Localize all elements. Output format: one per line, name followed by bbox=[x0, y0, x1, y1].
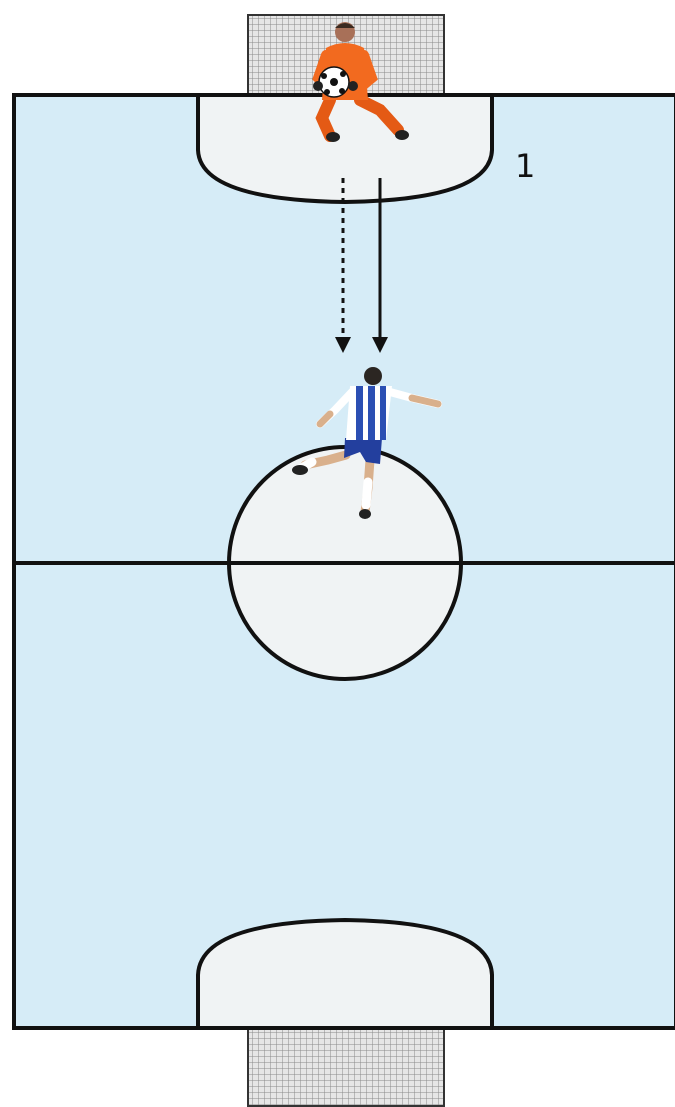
diagram-label: 1 bbox=[515, 147, 535, 185]
top-penalty-area bbox=[198, 95, 492, 202]
bottom-penalty-area bbox=[198, 920, 492, 1028]
bottom-goal bbox=[248, 1028, 444, 1106]
